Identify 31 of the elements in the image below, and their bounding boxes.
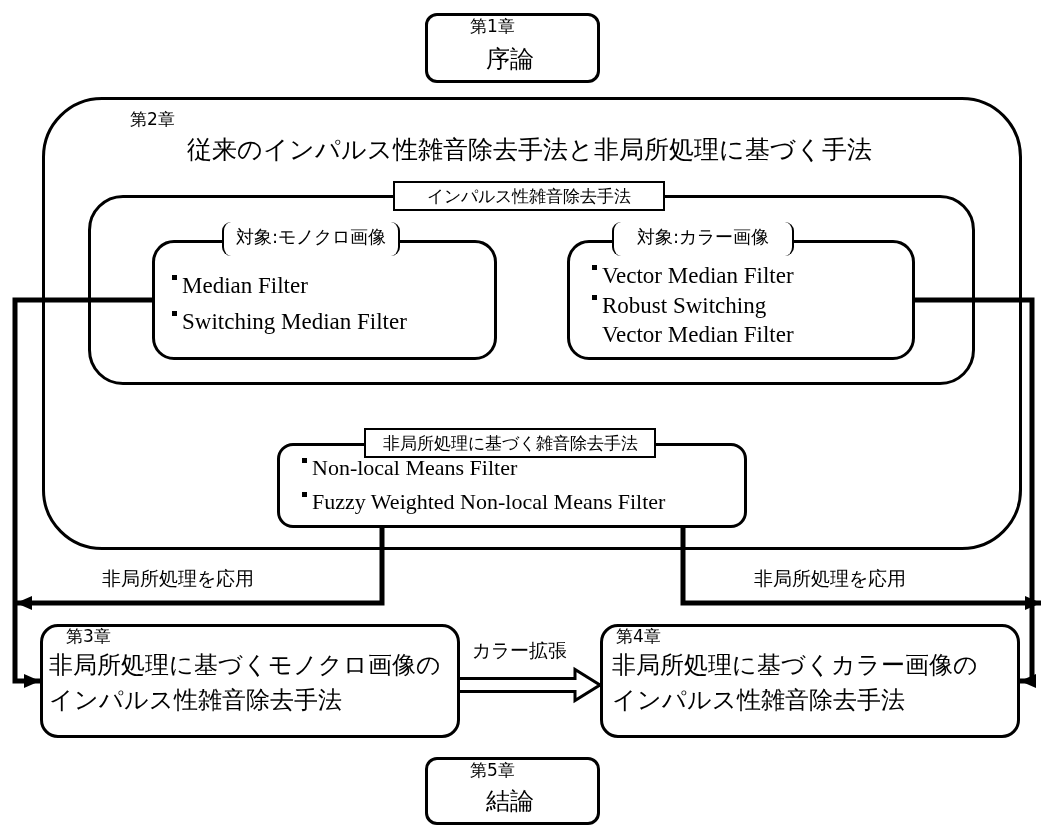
heading-label: インパルス性雑音除去手法 [393,181,665,211]
chapter-title: 結論 [484,787,535,816]
chapter-box [600,624,1020,738]
edge-label: カラー拡張 [470,639,569,662]
method-item: Vector Median Filter [592,262,794,290]
target-heading: 対象:モノクロ画像 [222,222,400,256]
target-heading: 対象:カラー画像 [612,222,794,256]
chapter-title: 序論 [484,45,535,74]
chapter-box [40,624,460,738]
method-item: Median Filter [172,272,308,300]
arrow [12,297,152,688]
method-item: Fuzzy Weighted Non-local Means Filter [302,489,666,516]
chapter-box [42,97,1022,550]
chapter-title: 従来のインパルス性雑音除去手法と非局所処理に基づく手法 [185,135,873,165]
chapter-number: 第2章 [130,109,175,130]
chapter-box [425,757,600,825]
chapter-number: 第5章 [470,760,515,781]
method-item: Switching Median Filter [172,308,407,336]
chapter-number: 第4章 [616,626,661,647]
heading-label: 非局所処理に基づく雑音除去手法 [364,428,656,458]
arrow [16,528,385,610]
hollow-arrow [458,666,603,704]
arrow [915,297,1036,688]
method-item: Robust Switching Vector Median Filter [592,292,816,350]
arrow [680,528,1041,610]
chapter-box [425,13,600,83]
method-item: Non-local Means Filter [302,455,518,482]
chapter-number: 第1章 [470,16,515,37]
chapter-title: 非局所処理に基づくモノクロ画像のインパルス性雑音除去手法 [49,650,442,716]
chapter-number: 第3章 [66,626,111,647]
chapter-title: 非局所処理に基づくカラー画像のインパルス性雑音除去手法 [612,650,979,716]
